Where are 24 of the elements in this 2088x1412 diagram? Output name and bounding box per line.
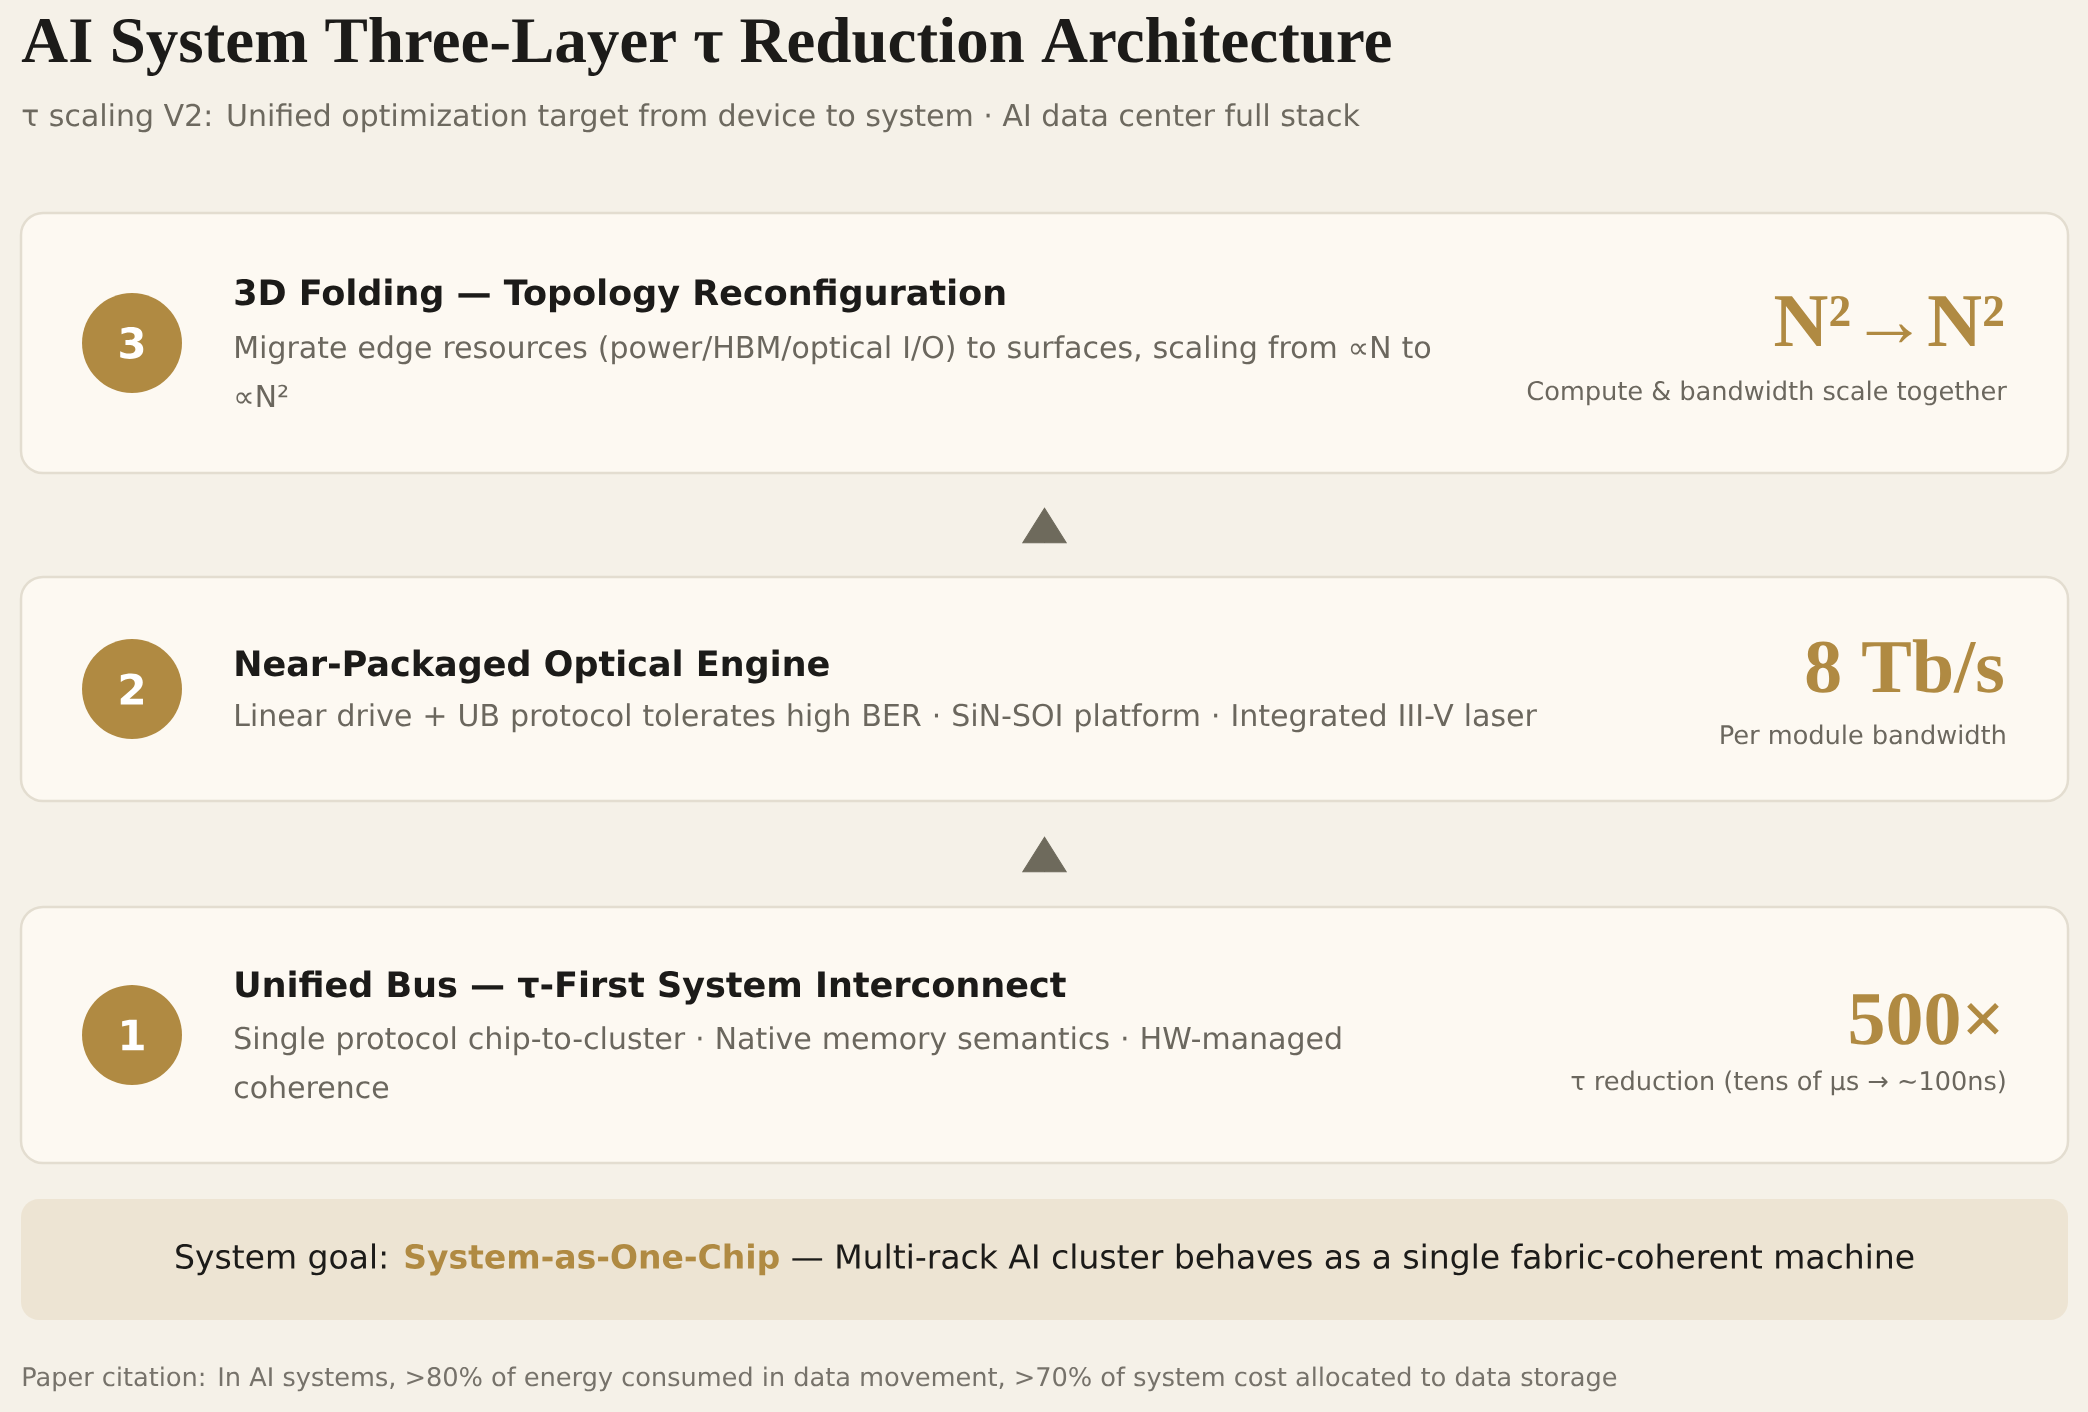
card-heading: 3D Folding — Topology Reconfiguration	[235, 278, 1005, 313]
metric-value: 500×	[1850, 993, 1999, 1045]
arrow	[1022, 507, 1067, 544]
title: AI System Three-Layer τ Reduction Architecture	[21, 16, 1391, 76]
layer-card	[19, 575, 2070, 803]
number-badge: 2	[82, 639, 182, 739]
metric-caption: τ reduction (tens of μs → ~100ns)	[1571, 1070, 2005, 1096]
metric-value: N²→N²	[1774, 295, 2003, 346]
footnote: Paper citation: In AI systems, >80% of energy consumed in data movement, >70% of system cost allocated to data storage	[23, 1366, 1617, 1392]
subtitle: τ scaling V2: Unified optimization target from device to system · AI data center full stack	[22, 103, 1360, 133]
arrow	[1022, 836, 1067, 873]
metric-caption: Compute & bandwidth scale together	[1527, 380, 2007, 406]
metric-value: 8 Tb/s	[1806, 639, 2003, 693]
card-heading: Unified Bus — τ-First System Interconnect	[236, 970, 1066, 1005]
card-heading: Near-Packaged Optical Engine	[236, 649, 829, 684]
description: Linear drive + UB protocol tolerates high BER · SiN-SOI platform · Integrated III-V laser	[236, 703, 1537, 733]
goal-banner: System goal: System-as-One-Chip — Multi-rack AI cluster behaves as a single fabric-coherent machine	[21, 1199, 2068, 1320]
description: Migrate edge resources (power/HBM/optical I/O) to surfaces, scaling from ∝N to ∝N²	[236, 335, 1431, 407]
description: Single protocol chip-to-cluster · Native memory semantics · HW-managed coherence	[234, 1026, 1341, 1099]
number-badge: 1	[82, 985, 182, 1085]
layer-card	[19, 211, 2070, 475]
number-badge: 3	[82, 293, 182, 393]
layer-card	[19, 905, 2070, 1165]
metric-caption: Per module bandwidth	[1721, 724, 2005, 745]
